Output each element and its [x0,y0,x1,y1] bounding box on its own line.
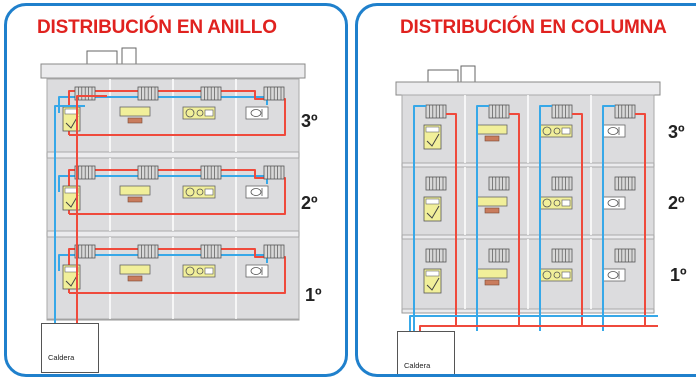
radiator-icon [74,244,96,259]
kitchen-icon [539,268,573,282]
boiler: Caldera [397,331,455,374]
bathroom-icon [245,106,269,120]
ring-building-diagram [40,47,306,324]
radiator-icon [488,176,510,191]
hot-riser [76,95,107,324]
floor-label-2: 2º [301,193,318,213]
floor-label-3: 3º [668,122,685,142]
radiator-icon [137,244,159,259]
panel-column-distribution: DISTRIBUCIÓN EN COLUMNA Caldera 3º 2º 1º [355,3,696,377]
panel-ring-distribution: DISTRIBUCIÓN EN ANILLO Caldera 3º 2º 1º [4,3,348,377]
kitchen-icon [539,124,573,138]
cold-ring-pipe [58,254,268,271]
sofa-icon [119,185,151,203]
bed-icon [62,264,81,290]
cold-riser [54,105,85,324]
radiator-icon [200,244,222,259]
chimney [427,69,459,84]
radiator-icon [263,244,285,259]
bathroom-icon [245,185,269,199]
cold-column-pipe [539,105,552,331]
bed-icon [62,185,81,211]
floor-label-2: 2º [668,193,685,213]
cold-column-pipe [602,105,615,331]
radiator-icon [614,104,636,119]
radiator-icon [263,86,285,101]
kitchen-icon [182,185,216,199]
bed-icon [423,124,442,150]
radiator-icon [488,248,510,263]
bathroom-icon [245,264,269,278]
radiator-icon [551,104,573,119]
chimney [460,65,476,84]
sofa-icon [119,264,151,282]
roof-cornice [395,81,661,96]
hot-ring-pipe [68,248,286,294]
kitchen-icon [182,106,216,120]
bed-icon [423,196,442,222]
hot-column-pipe [509,113,520,326]
chimney [121,47,137,66]
radiator-icon [425,248,447,263]
radiator-icon [614,248,636,263]
floor-label-3: 3º [301,111,318,131]
radiator-icon [614,176,636,191]
radiator-icon [551,176,573,191]
floor-label-1: 1º [305,285,322,305]
boiler-label: Caldera [404,361,431,370]
floor-label-1: 1º [670,265,687,285]
roof-cornice [40,63,306,79]
cold-column-pipe [413,105,426,331]
sofa-icon [119,106,151,124]
radiator-icon [200,86,222,101]
hot-column-pipe [572,113,583,326]
bathroom-icon [602,196,626,210]
chimney [86,50,118,66]
radiator-icon [137,86,159,101]
bed-icon [423,268,442,294]
bathroom-icon [602,268,626,282]
column-building-diagram [395,65,661,334]
panel-title: DISTRIBUCIÓN EN COLUMNA [400,17,667,38]
kitchen-icon [182,264,216,278]
radiator-icon [551,248,573,263]
kitchen-icon [539,196,573,210]
radiator-icon [200,165,222,180]
cold-ring-pipe [58,175,268,192]
hot-column-pipe [446,113,457,326]
bed-icon [62,106,81,132]
hot-column-pipe [635,113,646,326]
radiator-icon [425,176,447,191]
bathroom-icon [602,124,626,138]
hot-ring-pipe [68,169,286,215]
radiator-icon [137,165,159,180]
radiator-icon [263,165,285,180]
radiator-icon [425,104,447,119]
boiler-label: Caldera [48,353,75,362]
cold-main [409,315,658,334]
radiator-icon [74,165,96,180]
cold-column-pipe [476,105,489,331]
radiator-icon [488,104,510,119]
panel-title: DISTRIBUCIÓN EN ANILLO [37,17,277,38]
hot-ring-pipe [68,90,286,136]
boiler: Caldera [41,323,99,373]
